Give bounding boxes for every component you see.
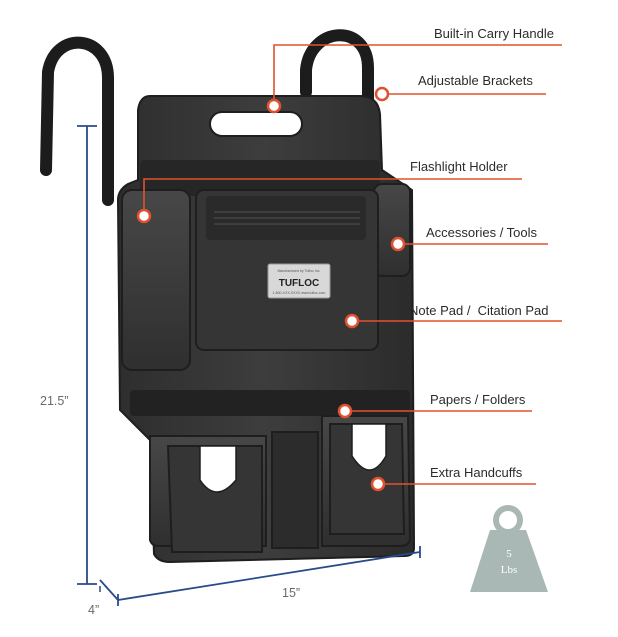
dimension-depth: 4”	[88, 603, 100, 617]
handcuff-notch-right	[351, 423, 387, 471]
label-extra-handcuffs: Extra Handcuffs	[430, 465, 523, 480]
dimension-width: 15”	[282, 586, 301, 600]
label-flashlight-holder: Flashlight Holder	[410, 159, 508, 174]
weight-icon: 5 Lbs	[470, 505, 548, 592]
label-papers-folders: Papers / Folders	[430, 392, 526, 407]
right-bracket	[300, 29, 374, 126]
adjustable-brackets	[40, 29, 374, 206]
dimension-lines	[77, 125, 421, 606]
weight-unit: Lbs	[501, 564, 518, 576]
label-adjustable-brackets: Adjustable Brackets	[418, 73, 533, 88]
folder-slot	[130, 390, 410, 416]
callout-dots	[136, 86, 406, 492]
brand-name: TUFLOC	[279, 278, 320, 289]
carry-handle-hole	[209, 111, 303, 137]
left-bracket	[40, 36, 114, 206]
label-note-pad-citation-pad: Note Pad / Citation Pad	[409, 303, 549, 318]
weight-value: 5	[506, 548, 512, 560]
top-tray	[140, 160, 380, 196]
center-divider	[271, 431, 319, 549]
label-built-in-carry-handle: Built-in Carry Handle	[434, 26, 554, 41]
callout-lines	[143, 44, 562, 485]
flashlight-holder	[121, 189, 191, 371]
handcuff-notch-left	[199, 445, 237, 493]
accessories-holder	[373, 183, 411, 277]
brand-tag	[267, 263, 331, 299]
brand-tag-line2: 1-800-XXX-XXXX www.tufloc.com	[273, 291, 326, 295]
brand-tag-line1: Manufactured by Tufloc Inc.	[278, 269, 321, 273]
dimension-height: 21.5”	[40, 394, 69, 408]
organizer-body: Manufactured by Tufloc Inc. TUFLOC 1-800…	[116, 95, 416, 564]
clip-ridges	[214, 211, 360, 225]
label-accessories-tools: Accessories / Tools	[426, 225, 538, 240]
